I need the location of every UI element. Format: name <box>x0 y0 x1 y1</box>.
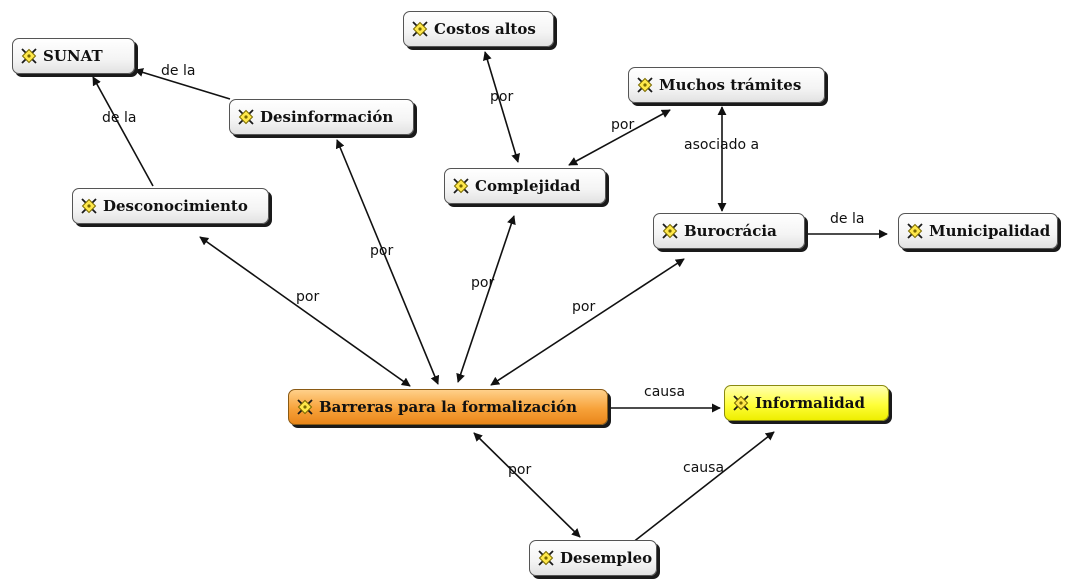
node-label: Barreras para la formalización <box>319 398 578 416</box>
label-complejidad-tramites: por <box>611 117 635 133</box>
concept-node-icon <box>297 399 313 415</box>
node-label: Desinformación <box>260 108 394 126</box>
concept-node-icon <box>733 395 749 411</box>
node-label: Municipalidad <box>929 222 1051 240</box>
node-sunat[interactable]: SUNAT <box>12 38 135 74</box>
node-desempleo[interactable]: Desempleo <box>529 540 657 576</box>
label-desinformacion-sunat: de la <box>161 63 196 79</box>
node-municipalidad[interactable]: Municipalidad <box>898 213 1058 249</box>
link-barreras-desconocimiento <box>199 236 411 387</box>
link-desempleo-informalidad <box>631 431 775 544</box>
link-desconocimiento-sunat <box>92 76 154 187</box>
node-muchos-tramites[interactable]: Muchos trámites <box>628 67 825 103</box>
node-label: Burocrácia <box>684 222 777 240</box>
label-barreras-informalidad: causa <box>644 384 686 400</box>
link-barreras-desempleo <box>473 432 581 538</box>
node-label: Desconocimiento <box>103 197 248 215</box>
link-complejidad-tramites <box>568 109 671 166</box>
node-desinformacion[interactable]: Desinformación <box>229 99 414 135</box>
node-costos-altos[interactable]: Costos altos <box>403 11 554 47</box>
concept-node-icon <box>238 109 254 125</box>
label-barreras-desempleo: por <box>508 462 532 478</box>
node-label: Desempleo <box>560 549 653 567</box>
label-barreras-desinformacion: por <box>370 243 394 259</box>
concept-node-icon <box>21 48 37 64</box>
label-barreras-burocracia: por <box>572 299 596 315</box>
node-label: Muchos trámites <box>659 76 802 94</box>
node-complejidad[interactable]: Complejidad <box>444 168 606 204</box>
concept-node-icon <box>637 77 653 93</box>
node-informalidad[interactable]: Informalidad <box>724 385 889 421</box>
label-costos-complejidad: por <box>490 89 514 105</box>
link-barreras-complejidad <box>456 215 516 383</box>
concept-node-icon <box>907 223 923 239</box>
node-label: Complejidad <box>475 177 581 195</box>
concept-node-icon <box>412 21 428 37</box>
label-barreras-desconocimiento: por <box>296 289 320 305</box>
node-burocracia[interactable]: Burocrácia <box>653 213 805 249</box>
label-burocracia-municipalidad: de la <box>830 211 865 227</box>
concept-node-icon <box>662 223 678 239</box>
label-desempleo-informalidad: causa <box>683 460 725 476</box>
label-tramites-burocracia: asociado a <box>684 137 760 153</box>
node-desconocimiento[interactable]: Desconocimiento <box>72 188 269 224</box>
node-label: Costos altos <box>434 20 536 38</box>
concept-node-icon <box>453 178 469 194</box>
link-desinformacion-sunat <box>134 68 231 100</box>
label-barreras-complejidad: por <box>471 275 495 291</box>
concept-node-icon <box>81 198 97 214</box>
node-label: Informalidad <box>755 394 865 412</box>
concept-node-icon <box>538 550 554 566</box>
label-desconocimiento-sunat: de la <box>102 110 137 126</box>
node-label: SUNAT <box>43 47 103 65</box>
node-barreras-formalizacion[interactable]: Barreras para la formalización <box>288 389 608 425</box>
link-costos-complejidad <box>483 51 520 163</box>
link-barreras-burocracia <box>490 258 685 386</box>
link-barreras-desinformacion <box>335 139 440 385</box>
